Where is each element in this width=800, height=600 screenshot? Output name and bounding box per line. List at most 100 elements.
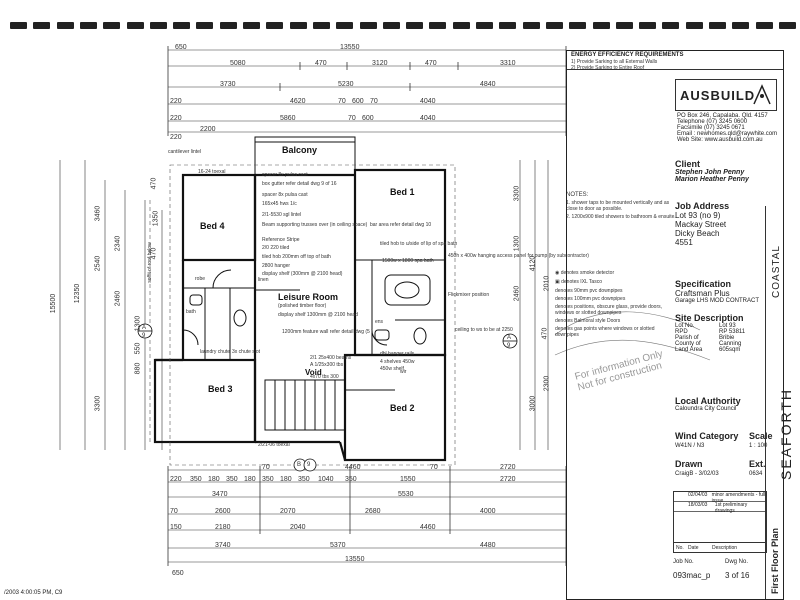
callout: spacer 8x pulsa cast xyxy=(262,172,308,178)
binder-hole xyxy=(615,22,633,29)
bottom-dim-r6: 4480 xyxy=(480,542,496,549)
left-dim: 1350 xyxy=(152,210,160,227)
legend-dp2: denotes 100mm pvc downpipes xyxy=(555,296,626,302)
binder-hole xyxy=(359,22,377,29)
left-dim: 1300 xyxy=(134,315,142,332)
right-dim: 470 xyxy=(541,327,549,340)
left-dim: 2460 xyxy=(114,290,122,307)
smoke-detector-icon: ◉ xyxy=(555,270,560,276)
right-dim: 3300 xyxy=(513,185,521,202)
top-dim-r4: 4620 xyxy=(290,98,306,105)
revision-header: No. Date Description xyxy=(674,542,766,552)
top-dim-overall: 13550 xyxy=(340,44,360,51)
site-row-key: Parish of xyxy=(675,335,699,341)
top-dim-r2: 5080 xyxy=(230,60,246,67)
energy-line-1: 1) Provide Sarking to all External Walls xyxy=(571,59,658,65)
room-label-bed2: Bed 2 xyxy=(390,403,415,413)
binder-hole xyxy=(406,22,424,29)
callout: 3x chute slot xyxy=(232,349,261,355)
energy-requirements: ENERGY EFFICIENCY REQUIREMENTS 1) Provid… xyxy=(567,51,783,71)
company-details: PO Box 246, Capalaba. Qld. 4157 Telephon… xyxy=(677,113,781,143)
section-marker-bottom-sheet: 9 xyxy=(307,462,311,468)
left-dim: 3460 xyxy=(94,205,102,222)
right-dim: 1300 xyxy=(513,235,521,252)
site-row-key: RPD xyxy=(675,329,688,335)
binder-hole xyxy=(476,22,493,29)
legend-smoke-text: denotes smoke detector xyxy=(560,270,615,276)
top-dim-r3: 4840 xyxy=(480,81,496,88)
tasco-icon: ▣ xyxy=(555,279,560,285)
left-dim: 2540 xyxy=(94,255,102,272)
binder-hole xyxy=(243,22,260,29)
symbol-legend: ◉ denotes smoke detector ▣ denotes IXL T… xyxy=(555,270,675,338)
site-row-value: Canning xyxy=(719,341,742,347)
binder-hole xyxy=(732,22,750,29)
callout: 2800 hanger xyxy=(262,263,291,269)
local-authority-label: Local Authority xyxy=(675,396,741,406)
binder-hole xyxy=(312,22,330,29)
callout: 2/21-06 toexal xyxy=(258,442,290,448)
bottom-dim-r2: 350 xyxy=(226,476,238,483)
callout: 4 shelves 450w xyxy=(380,359,415,365)
room-label-leisure-floor: (polished timber floor) xyxy=(278,303,327,309)
ausbuild-mark-icon xyxy=(753,84,771,105)
callout: 16-24 toexal xyxy=(198,169,226,175)
top-dim-r1-a: 650 xyxy=(175,44,187,51)
company-email: Email : newhomes.qld@raywhite.com xyxy=(677,131,778,137)
binder-hole xyxy=(662,22,680,29)
note-2: 2. 1200x900 tiled showers to bathroom & … xyxy=(566,214,676,220)
binder-hole xyxy=(266,22,284,29)
bottom-dim-r4: 4000 xyxy=(480,508,496,515)
binder-hole xyxy=(499,22,517,29)
bottom-dim-r2: 350 xyxy=(345,476,357,483)
scale-label: Scale xyxy=(749,431,773,441)
rev-head-no: No. xyxy=(676,545,684,551)
legend-smoke: ◉ denotes smoke detector xyxy=(555,270,675,276)
job-address-line-2: Mackay Street xyxy=(675,220,727,229)
callout: spacer 8x pulsa cast xyxy=(262,192,308,198)
binder-hole xyxy=(219,22,237,29)
room-label-balcony: Balcony xyxy=(282,145,318,155)
binder-hole xyxy=(755,22,773,29)
dwg-no-value: 3 of 16 xyxy=(725,571,750,580)
bottom-dim-overall: 13550 xyxy=(345,556,365,563)
left-dim: 2340 xyxy=(114,235,122,252)
bottom-dim-r6: 3740 xyxy=(215,542,231,549)
legend-tasco: ▣ denotes IXL Tasco xyxy=(555,279,675,285)
room-label-bed3: Bed 3 xyxy=(208,384,233,394)
top-dim-r5: 5860 xyxy=(280,115,296,122)
binder-hole xyxy=(522,22,540,29)
bottom-dim-r5: 4460 xyxy=(420,524,436,531)
print-timestamp: /2003 4:00:05 PM, C9 xyxy=(4,590,63,596)
binder-hole xyxy=(103,22,121,29)
company-fax: Facsimile (07) 3245 0671 xyxy=(677,125,745,131)
callout: bar area refer detail dwg 10 xyxy=(370,222,432,228)
top-dim-r4: 70 xyxy=(338,98,346,105)
room-label-bed1: Bed 1 xyxy=(390,187,415,197)
binder-hole xyxy=(778,22,796,29)
legend-dp1: denotes 90mm pvc downpipes xyxy=(555,288,623,294)
energy-line-2: 2) Provide Sarking to Entire Roof xyxy=(571,65,645,71)
site-row-key: Lot No. xyxy=(675,323,695,329)
dwg-no-label: Dwg No. xyxy=(725,559,749,565)
bottom-dim-r4: 2070 xyxy=(280,508,296,515)
binder-hole xyxy=(173,22,191,29)
job-dwg-row: Job No. 093mac_p Dwg No. 3 of 16 xyxy=(673,557,765,597)
binder-hole xyxy=(382,22,400,29)
top-dim-r2: 3310 xyxy=(500,60,516,67)
binder-hole xyxy=(56,22,74,29)
general-notes: NOTES: 1. shower taps to be mounted vert… xyxy=(566,192,676,220)
design-name: SEAFORTH xyxy=(777,388,794,480)
callout: Flickmixer position xyxy=(448,292,490,298)
sheet-title: First Floor Plan xyxy=(770,527,781,595)
callout: cantilever lintel xyxy=(168,149,202,155)
client-name-1: Stephen John Penny xyxy=(675,169,745,176)
site-row-key: Land Area xyxy=(675,347,703,353)
callout: tiled hob 200mm off top of bath xyxy=(262,254,331,260)
binder-hole xyxy=(545,22,563,29)
callout: box gutter refer detail dwg 9 of 16 xyxy=(262,181,337,187)
bottom-dim-r2: 350 xyxy=(262,476,274,483)
